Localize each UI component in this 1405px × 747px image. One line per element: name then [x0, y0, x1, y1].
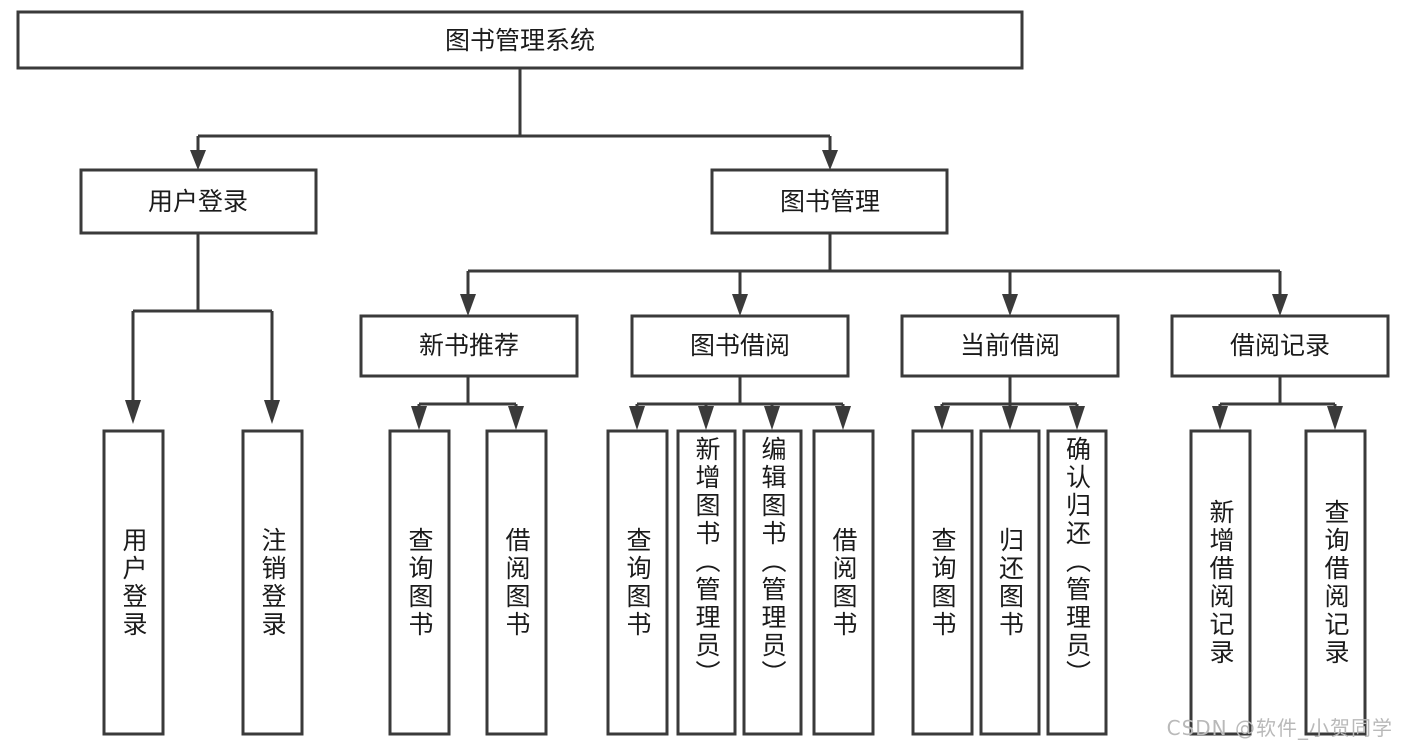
arrow-to-leaf10 — [1002, 406, 1018, 430]
arrow-to-leaf11 — [1069, 406, 1085, 430]
node-leaf2-box[interactable] — [241, 429, 304, 736]
arrow-to-current — [1002, 294, 1018, 316]
node-leaf13-box[interactable] — [1304, 429, 1367, 736]
arrow-to-leaf7 — [764, 406, 780, 430]
node-leaf11-box[interactable] — [1046, 429, 1108, 736]
arrow-to-leaf1 — [125, 400, 141, 424]
arrow-to-leaf9 — [934, 406, 950, 430]
arrow-to-leaf2 — [264, 400, 280, 424]
node-root-label: 图书管理系统 — [445, 26, 595, 55]
arrow-to-leaf3 — [411, 406, 427, 430]
connector-records-trunk — [1218, 376, 1337, 412]
node-root[interactable]: 图书管理系统 — [16, 10, 1024, 70]
node-root-box[interactable] — [16, 10, 1024, 70]
node-newbook-label: 新书推荐 — [419, 331, 519, 360]
node-newbook[interactable]: 新书推荐 — [359, 314, 579, 378]
node-borrow[interactable]: 图书借阅 — [630, 314, 850, 378]
node-leaf12-box[interactable] — [1189, 429, 1252, 736]
arrow-to-bookmgmt — [822, 150, 838, 170]
node-current-box[interactable] — [900, 314, 1120, 378]
node-newbook-box[interactable] — [359, 314, 579, 378]
connector-bookmgmt-trunk — [466, 233, 1282, 294]
arrow-to-records — [1272, 294, 1288, 316]
node-leaf4-box[interactable] — [485, 429, 548, 736]
node-leaf7-box[interactable] — [742, 429, 803, 736]
node-leaf8-box[interactable] — [812, 429, 875, 736]
node-borrow-label: 图书借阅 — [690, 331, 790, 360]
node-records[interactable]: 借阅记录 — [1170, 314, 1390, 378]
node-leaf1-box[interactable] — [102, 429, 165, 736]
connector-login-trunk — [131, 233, 274, 400]
arrow-to-leaf4 — [508, 406, 524, 430]
node-leaf6-box[interactable] — [676, 429, 737, 736]
node-borrow-box[interactable] — [630, 314, 850, 378]
connector-root-trunk — [196, 68, 832, 150]
arrow-to-newbook — [460, 294, 476, 316]
csdn-watermark: CSDN @软件_小贺同学 — [1166, 716, 1393, 740]
node-bookmgmt-box[interactable] — [710, 168, 949, 235]
arrow-to-login — [190, 150, 206, 170]
node-login-label: 用户登录 — [148, 187, 248, 216]
arrow-to-borrow — [732, 294, 748, 316]
arrow-to-leaf6 — [698, 406, 714, 430]
arrow-to-leaf12 — [1212, 406, 1228, 430]
arrow-to-leaf8 — [835, 406, 851, 430]
node-current-label: 当前借阅 — [960, 331, 1060, 360]
node-records-box[interactable] — [1170, 314, 1390, 378]
node-login[interactable]: 用户登录 — [79, 168, 318, 235]
node-leaf3-box[interactable] — [388, 429, 451, 736]
connector-layer — [125, 68, 1343, 430]
node-leaf10-box[interactable] — [979, 429, 1041, 736]
node-records-label: 借阅记录 — [1230, 331, 1330, 360]
arrow-to-leaf5 — [629, 406, 645, 430]
node-bookmgmt-label: 图书管理 — [780, 187, 880, 216]
node-bookmgmt[interactable]: 图书管理 — [710, 168, 949, 235]
node-leaf9-box[interactable] — [911, 429, 974, 736]
arrow-to-leaf13 — [1327, 406, 1343, 430]
node-login-box[interactable] — [79, 168, 318, 235]
connector-newbook-trunk — [417, 376, 518, 412]
connector-borrow-trunk — [635, 376, 845, 412]
node-current[interactable]: 当前借阅 — [900, 314, 1120, 378]
node-leaf5-box[interactable] — [606, 429, 669, 736]
